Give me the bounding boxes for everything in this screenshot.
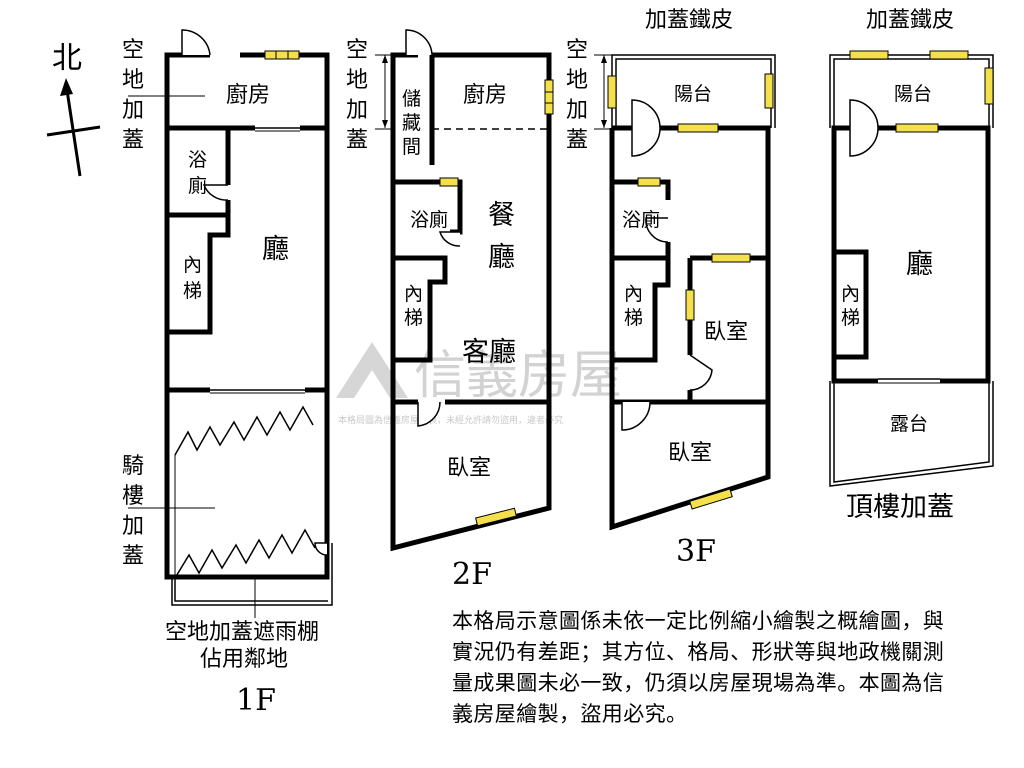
svg-text:餐: 餐 (488, 200, 515, 231)
svg-text:樓: 樓 (122, 484, 144, 509)
room-bedroom-2f: 臥室 (447, 456, 491, 481)
svg-text:空: 空 (566, 38, 588, 63)
svg-text:地: 地 (566, 68, 588, 93)
svg-text:蓋: 蓋 (566, 128, 588, 153)
floor-label-1f: 1F (236, 683, 276, 718)
svg-text:加: 加 (122, 514, 144, 539)
annotation-1f-top-addition: 空 地 加 蓋 (122, 38, 144, 153)
annotation-roof-iron-roof: 加蓋鐵皮 (866, 8, 954, 33)
watermark-logo-icon (336, 342, 408, 398)
room-terrace-roof: 露台 (890, 413, 928, 435)
room-storage-2f: 儲 藏 間 (402, 88, 421, 158)
svg-text:加: 加 (566, 98, 588, 123)
room-bedroom-3f-1: 臥室 (704, 320, 748, 345)
north-compass: 北 (46, 41, 101, 177)
svg-text:儲: 儲 (402, 88, 421, 110)
svg-text:騎: 騎 (122, 454, 144, 479)
annotation-3f-top-addition: 空 地 加 蓋 (566, 38, 588, 153)
svg-text:梯: 梯 (841, 307, 860, 329)
floor-label-roof: 頂樓加蓋 (846, 492, 954, 523)
room-bath-1f-line1: 浴 (188, 149, 207, 171)
room-bath-3f: 浴廁 (622, 208, 660, 231)
room-balcony-3f: 陽台 (674, 83, 712, 105)
svg-text:內: 內 (841, 283, 860, 305)
room-bath-1f-line2: 廁 (188, 174, 207, 197)
room-living-1f: 廳 (262, 234, 289, 265)
svg-text:梯: 梯 (404, 307, 423, 329)
floor-3f-plan: 空 地 加 蓋 加蓋鐵皮 陽台 浴廁 內 梯 臥室 臥室 3F (566, 8, 776, 569)
room-dining-2f: 餐 廳 (488, 200, 515, 273)
disclaimer-text: 本格局示意圖係未依一定比例縮小繪製之概繪圖，與實況仍有差距；其方位、格局、形狀等… (452, 609, 945, 726)
svg-text:加: 加 (122, 98, 144, 123)
svg-text:內: 內 (404, 283, 423, 305)
svg-text:梯: 梯 (183, 280, 202, 302)
svg-text:地: 地 (346, 68, 368, 93)
room-kitchen-2f: 廚房 (463, 83, 507, 108)
svg-text:蓋: 蓋 (122, 544, 144, 569)
svg-text:地: 地 (122, 68, 144, 93)
svg-text:藏: 藏 (402, 112, 421, 134)
annotation-canopy-line1: 空地加蓋遮雨棚 (165, 620, 319, 645)
annotation-2f-top-addition: 空 地 加 蓋 (346, 38, 368, 153)
room-kitchen-1f: 廚房 (226, 83, 270, 108)
watermark-notice: 本格局圖為信義房屋繪製，未經允許請勿盜用，違者必究 (338, 414, 563, 426)
svg-text:梯: 梯 (624, 307, 643, 329)
annotation-1f-arcade-addition: 騎 樓 加 蓋 (122, 454, 144, 569)
room-living-roof: 廳 (906, 249, 933, 280)
svg-text:內: 內 (183, 254, 202, 276)
room-bath-2f: 浴廁 (410, 208, 448, 231)
svg-text:空: 空 (122, 38, 144, 63)
floor-label-2f: 2F (452, 557, 492, 592)
floor-1f-plan: 廚房 浴 廁 內 梯 廳 空 地 加 蓋 騎 樓 加 蓋 空地加蓋遮雨棚 佔用鄰… (122, 29, 333, 718)
room-balcony-roof: 陽台 (894, 83, 932, 105)
watermark-brand: 信義房屋 (414, 346, 622, 406)
floor-label-3f: 3F (676, 534, 716, 569)
svg-text:間: 間 (402, 136, 421, 158)
svg-text:加: 加 (346, 98, 368, 123)
annotation-canopy-line2: 佔用鄰地 (200, 647, 288, 672)
room-living-2f: 客廳 (462, 337, 516, 368)
svg-text:蓋: 蓋 (122, 128, 144, 153)
svg-text:廳: 廳 (488, 242, 515, 273)
floor-roof-plan: 加蓋鐵皮 陽台 廳 內 梯 露台 頂樓加蓋 (829, 8, 994, 523)
svg-text:空: 空 (346, 38, 368, 63)
floor-2f-plan: 空 地 加 蓋 儲 藏 間 廚房 浴廁 餐 廳 內 梯 客廳 臥室 2F (346, 29, 554, 592)
svg-text:蓋: 蓋 (346, 128, 368, 153)
north-arrow-icon (65, 89, 82, 177)
north-label: 北 (52, 41, 82, 76)
room-bedroom-3f-2: 臥室 (668, 441, 712, 466)
annotation-3f-iron-roof: 加蓋鐵皮 (645, 8, 733, 33)
svg-text:內: 內 (624, 283, 643, 305)
